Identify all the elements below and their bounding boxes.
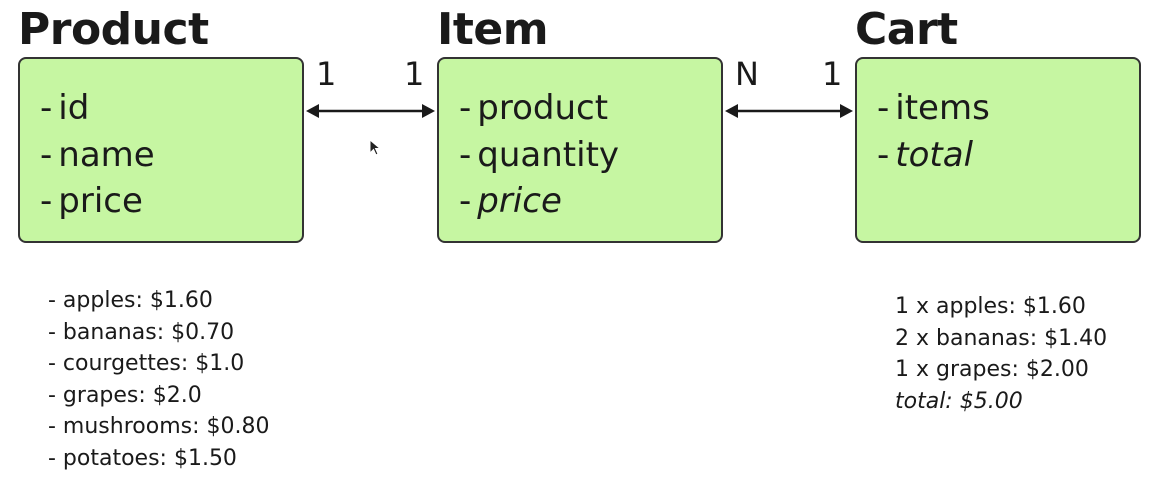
product-example-item: - grapes: $2.0	[48, 382, 202, 408]
product-item-connector	[306, 104, 435, 118]
cart-example-total: total: $5.00	[895, 388, 1023, 414]
product-field-list: -id -name -price	[20, 59, 302, 225]
product-example-item: - courgettes: $1.0	[48, 351, 245, 376]
product-examples-list: - apples: $1.60 - bananas: $0.70 - courg…	[48, 285, 269, 474]
item-field-quantity: -quantity	[459, 134, 620, 175]
product-entity-title: Product	[18, 4, 209, 55]
cart-example: 1 x apples: $1.60 2 x bananas: $1.40 1 x…	[895, 291, 1107, 417]
cart-example-line: 1 x grapes: $2.00	[895, 357, 1089, 382]
product-field-name: -name	[40, 134, 155, 175]
cart-example-line: 2 x bananas: $1.40	[895, 325, 1108, 351]
product-field-id: -id	[40, 88, 90, 128]
arrowhead-icon	[840, 104, 853, 118]
arrowhead-icon	[306, 104, 319, 118]
product-example-item: - bananas: $0.70	[48, 319, 235, 345]
item-entity-box: -product -quantity -price	[437, 57, 723, 243]
item-field-price: -price	[459, 181, 562, 221]
arrowhead-icon	[422, 104, 435, 118]
item-cart-multiplicity-to: 1	[822, 55, 843, 93]
product-item-multiplicity-from: 1	[316, 55, 337, 93]
cart-entity-box: -items -total	[855, 57, 1141, 243]
cart-field-items: -items	[877, 88, 990, 128]
product-example-item: - mushrooms: $0.80	[48, 414, 270, 439]
product-item-multiplicity-to: 1	[404, 55, 425, 93]
cart-example-line: 1 x apples: $1.60	[895, 294, 1086, 319]
item-cart-connector	[725, 104, 853, 118]
cart-entity-title: Cart	[855, 4, 958, 55]
cart-field-total: -total	[877, 134, 974, 175]
mouse-pointer-icon	[369, 139, 381, 156]
product-entity-box: -id -name -price	[18, 57, 304, 243]
product-field-price: -price	[40, 181, 143, 221]
product-example-item: - apples: $1.60	[48, 288, 213, 313]
product-example-item: - potatoes: $1.50	[48, 445, 237, 471]
arrowhead-icon	[725, 104, 738, 118]
item-cart-multiplicity-from: N	[735, 55, 759, 93]
item-field-product: -product	[459, 88, 609, 128]
item-field-list: -product -quantity -price	[439, 59, 721, 225]
item-entity-title: Item	[437, 4, 549, 55]
cart-field-list: -items -total	[857, 59, 1139, 178]
